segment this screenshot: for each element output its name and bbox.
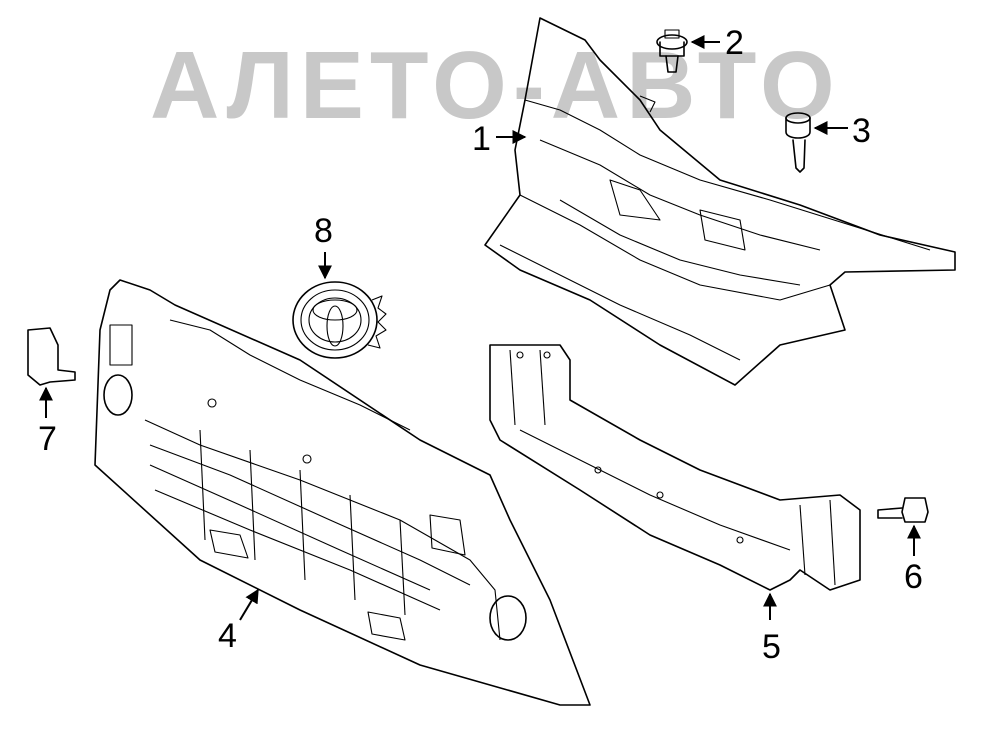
leader-lines xyxy=(39,35,921,621)
callout-5: 5 xyxy=(762,628,781,666)
part-2-clip xyxy=(656,29,688,73)
part-6-bolt xyxy=(877,497,929,523)
part-8-emblem xyxy=(292,281,387,359)
callout-8: 8 xyxy=(314,212,333,250)
part-1-upper-grille xyxy=(484,17,956,386)
part-5-bracket xyxy=(489,344,861,591)
callout-1: 1 xyxy=(472,120,491,158)
part-7-cover xyxy=(27,327,76,386)
watermark-text: АЛЕТО-АВТО xyxy=(150,32,841,139)
callout-7: 7 xyxy=(38,420,57,458)
watermark: АЛЕТО-АВТО xyxy=(150,32,841,139)
callout-3: 3 xyxy=(852,112,871,150)
part-4-bumper-grille xyxy=(94,279,591,706)
callout-numbers: 1 2 3 4 5 6 7 8 xyxy=(38,24,923,666)
callout-4: 4 xyxy=(218,617,237,655)
part-3-clip xyxy=(785,112,811,173)
leader-4 xyxy=(239,588,259,621)
callout-6: 6 xyxy=(904,558,923,596)
callout-2: 2 xyxy=(725,24,744,62)
